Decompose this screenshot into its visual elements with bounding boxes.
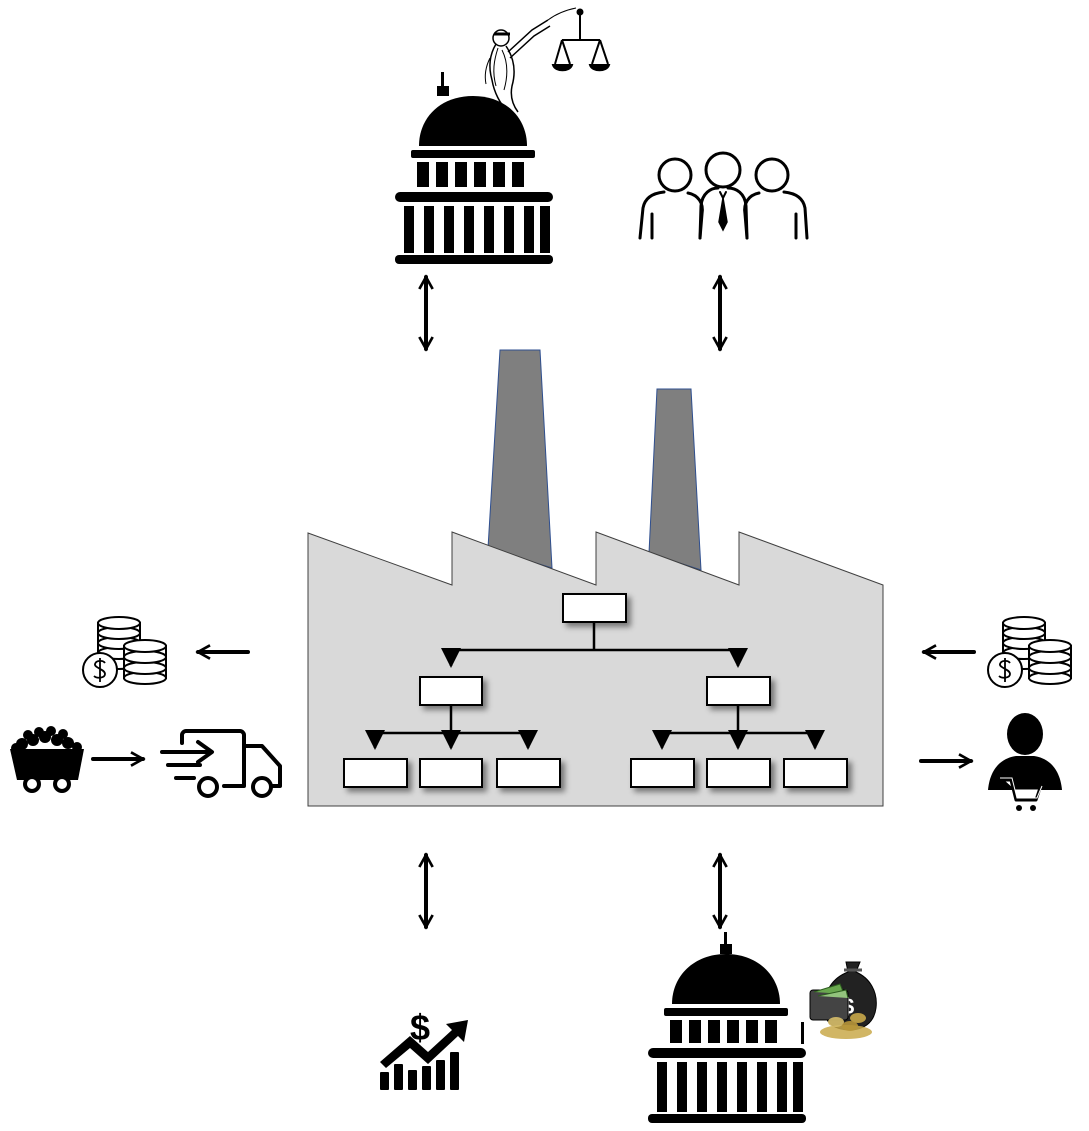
truck-cab [242,744,282,788]
truck-wheel [251,776,273,798]
factory [307,349,884,807]
cart-wheel [1016,805,1022,811]
org-box-leaf [783,758,848,788]
lady-justice [484,7,577,113]
cart-wheel [53,775,71,793]
trend-arrow [380,1020,468,1068]
growth-bar [380,1072,389,1090]
capitol-justice-icon [395,7,611,264]
truck-cargo [180,729,246,788]
shopping-cart [1004,778,1042,802]
org-box-leaf [496,758,561,788]
capitol-money-icon: $ [648,932,877,1123]
org-box-mid-right [706,676,771,706]
growth-bar [436,1060,445,1090]
delivery-truck-icon [160,729,282,798]
double-arrows [426,277,720,927]
growth-bar [408,1070,417,1090]
org-box-leaf [630,758,695,788]
org-box-mid-left [419,676,483,706]
raw-material-cart-icon [10,726,84,793]
person-left [638,157,704,240]
truck-wheel [197,776,219,798]
growth-bar [422,1066,431,1090]
person-right [743,157,809,240]
dollar-sign [998,658,1011,682]
stakeholders-people-icon [638,151,809,240]
capitol-building [648,932,806,1123]
chimney-right [648,388,702,571]
growth-bar [450,1052,459,1090]
dollar-sign [93,658,106,682]
coins-inflow-icon [987,616,1072,688]
org-box-leaf [706,758,771,788]
growth-bar [394,1064,403,1090]
market-growth-chart-icon: $ [380,1007,468,1090]
speed-lines [160,740,214,780]
org-box-leaf [343,758,408,788]
capitol-building [395,72,553,264]
coins-outflow-icon [82,616,167,688]
customer-body [988,756,1062,790]
ore-pile [11,726,82,753]
org-box-leaf [419,758,483,788]
money-bag-wallet: $ [809,961,877,1039]
customer-cart-icon [988,713,1062,811]
cart-wheel [23,775,41,793]
coin-stack-front [123,639,167,685]
cart-body [10,749,84,780]
flow-arrows [91,652,976,761]
gold-coins [820,1025,872,1039]
org-chart [343,593,848,788]
person-center [698,151,749,240]
org-box-top [562,593,627,623]
justice-scales [551,8,611,72]
chimney-left [487,349,553,569]
customer-head [1007,713,1043,755]
org-chart-connectors [365,622,825,750]
coin-stack-front [1028,639,1072,685]
dollar-symbol: $ [410,1007,430,1048]
cart-wheel [1030,805,1036,811]
